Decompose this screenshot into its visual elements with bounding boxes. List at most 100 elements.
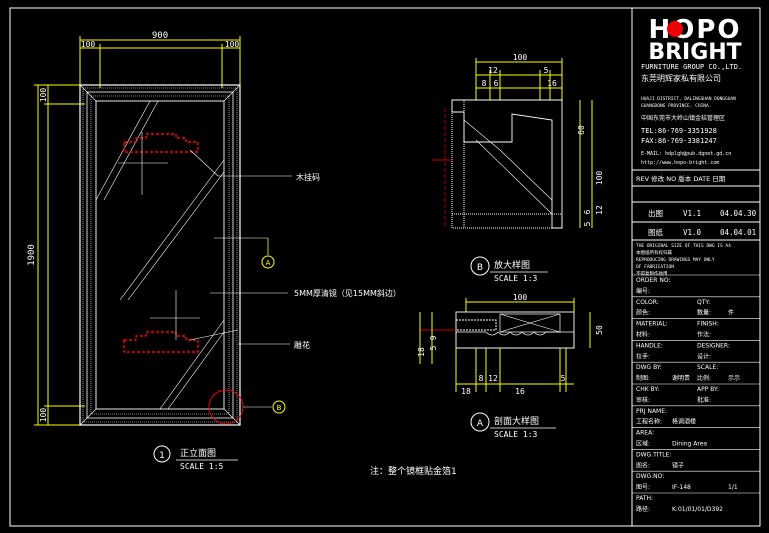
company-group: FURNITURE GROUP CO.,LTD. — [641, 63, 742, 71]
svg-text:V1.1: V1.1 — [683, 209, 701, 218]
spec-k1: DWG BY: — [636, 364, 662, 371]
svg-text:04.04.30: 04.04.30 — [720, 209, 757, 218]
detail-a-tag-circle — [470, 412, 490, 432]
spec-k2: 数量: — [697, 309, 711, 317]
spec-k1: 审核: — [636, 396, 650, 404]
svg-text:16: 16 — [547, 79, 557, 88]
spec-k1: 制图: — [636, 374, 650, 382]
dim-top-total: 900 — [152, 31, 168, 41]
drawing-border — [9, 7, 761, 527]
svg-text:图纸: 图纸 — [648, 227, 663, 237]
svg-text:5: 5 — [561, 374, 566, 383]
svg-text:12: 12 — [595, 205, 604, 215]
spec-k1: ORDER NO: — [636, 277, 671, 284]
spec-v1: 谢明贵 — [672, 374, 690, 382]
spec-k1: 路径: — [636, 505, 650, 513]
detail-a-scale: SCALE 1:3 — [494, 430, 538, 439]
spec-k2: SCALE: — [697, 364, 718, 371]
svg-text:REPRODUCING DRAWINGS MAY ONLY: REPRODUCING DRAWINGS MAY ONLY — [636, 257, 715, 263]
detail-b-tag-circle — [470, 256, 490, 276]
spec-v1: Dining Area — [672, 441, 707, 448]
dim-left-total: 1900 — [27, 244, 37, 266]
svg-text:GUANGDONG PROVINCE, CHINA.: GUANGDONG PROVINCE, CHINA. — [641, 103, 711, 109]
svg-text:5: 5 — [583, 221, 592, 226]
svg-text:12: 12 — [488, 374, 498, 383]
logo-red-dot — [667, 21, 683, 37]
svg-text:8: 8 — [479, 374, 484, 383]
spec-v2: 示示 — [728, 375, 740, 382]
svg-text:12: 12 — [488, 66, 498, 75]
spec-v2: 1/1 — [728, 484, 738, 491]
svg-text:5: 5 — [544, 66, 549, 75]
label-flower: 雕花 — [294, 340, 310, 350]
svg-text:http://www.hopo-bright.com: http://www.hopo-bright.com — [641, 160, 719, 166]
spec-v1: IF-148 — [672, 484, 691, 491]
svg-text:本图纸所有权归属: 本图纸所有权归属 — [636, 249, 672, 256]
spec-k1: 颜色: — [636, 309, 650, 317]
carving-top — [118, 132, 199, 195]
spec-v2: 件 — [728, 309, 734, 317]
svg-text:不得复制作他用: 不得复制作他用 — [636, 270, 668, 277]
svg-text:9: 9 — [429, 335, 438, 340]
spec-k1: MATERIAL: — [636, 321, 668, 328]
company-cn: 东莞明辉家私有限公司 — [641, 73, 721, 83]
spec-k1: 区域: — [636, 440, 650, 448]
svg-text:04.04.01: 04.04.01 — [720, 228, 756, 237]
spec-k2: 比例: — [697, 374, 711, 382]
svg-text:B: B — [477, 263, 483, 273]
spec-k1: 材料: — [636, 331, 650, 339]
spec-k1: AREA: — [636, 430, 654, 437]
spec-k1: PATH: — [636, 495, 653, 502]
svg-text:60: 60 — [577, 125, 586, 135]
spec-k2: 设计: — [697, 352, 711, 360]
label-glass: 5MM厚清镜（见15MM斜边） — [294, 288, 401, 298]
svg-text:6: 6 — [583, 209, 592, 214]
front-elevation: 900 100 100 1900 100 100 — [27, 31, 401, 471]
svg-text:OF FABRICATION: OF FABRICATION — [636, 264, 674, 270]
dim-left-bottom: 100 — [39, 408, 48, 423]
svg-text:THE ORIGINAL SIZE OF THIS DWG: THE ORIGINAL SIZE OF THIS DWG IS A4 — [636, 243, 731, 249]
spec-table: ORDER NO:编号:COLOR:QTY:颜色:数量:件MATERIAL:FI… — [632, 274, 760, 513]
svg-text:A: A — [477, 419, 484, 429]
svg-text:A: A — [266, 259, 271, 267]
spec-k1: PRJ NAME: — [636, 408, 667, 415]
detail-b-scale: SCALE 1:3 — [494, 274, 538, 283]
label-frame: 木挂码 — [296, 172, 320, 182]
dim-top-right: 100 — [225, 40, 240, 49]
spec-k1: DWG.TITLE: — [636, 451, 671, 458]
svg-text:50: 50 — [595, 325, 604, 335]
svg-text:E-MAIL: hdplgh@pub.dgnet.gd.cn: E-MAIL: hdplgh@pub.dgnet.gd.cn — [641, 151, 731, 157]
detail-a-section: 100 18 5 9 50 18 8 12 16 5 A 剖面大样图 SCALE… — [417, 293, 604, 439]
logo-bright: BRIGHT — [648, 40, 741, 65]
detail-a-title: 剖面大样图 — [494, 415, 539, 427]
svg-text:18: 18 — [461, 387, 471, 396]
spec-k2: APP BY: — [697, 386, 719, 393]
title-block: HOPO BRIGHT FURNITURE GROUP CO.,LTD. 东莞明… — [632, 15, 760, 513]
svg-text:100: 100 — [513, 293, 528, 302]
spec-k2: DESIGNER: — [697, 342, 730, 349]
spec-v1: 镜子 — [672, 461, 684, 469]
elevation-scale: SCALE 1:5 — [180, 462, 224, 471]
spec-k1: HANDLE: — [636, 342, 663, 349]
carving-bottom — [123, 290, 200, 353]
svg-text:REV 修改 NO 版本 DATE 日期: REV 修改 NO 版本 DATE 日期 — [636, 174, 726, 183]
spec-k2: QTY: — [697, 299, 710, 306]
svg-text:V1.0: V1.0 — [683, 228, 702, 237]
detail-circle-b — [208, 389, 244, 425]
view-number-circle — [153, 445, 171, 463]
spec-v1: 格调酒楼 — [672, 418, 696, 426]
spec-k1: COLOR: — [636, 299, 659, 306]
spec-k2: 作法: — [697, 331, 711, 339]
svg-text:100: 100 — [595, 171, 604, 186]
spec-k2: 批准: — [697, 396, 711, 404]
elevation-title: 正立面图 — [180, 447, 216, 459]
section-mark-a — [261, 255, 275, 269]
svg-text:中国东莞市大岭山镇金桔管理区: 中国东莞市大岭山镇金桔管理区 — [641, 114, 725, 122]
spec-v1: K:01/01/01/D392 — [672, 506, 723, 513]
detail-mark-b — [272, 400, 286, 414]
spec-k1: 图号: — [636, 484, 650, 491]
spec-k1: CHK BY: — [636, 386, 659, 393]
general-note: 注：整个镜框贴金箔1 — [370, 465, 457, 477]
dim-left-top: 100 — [39, 88, 48, 103]
